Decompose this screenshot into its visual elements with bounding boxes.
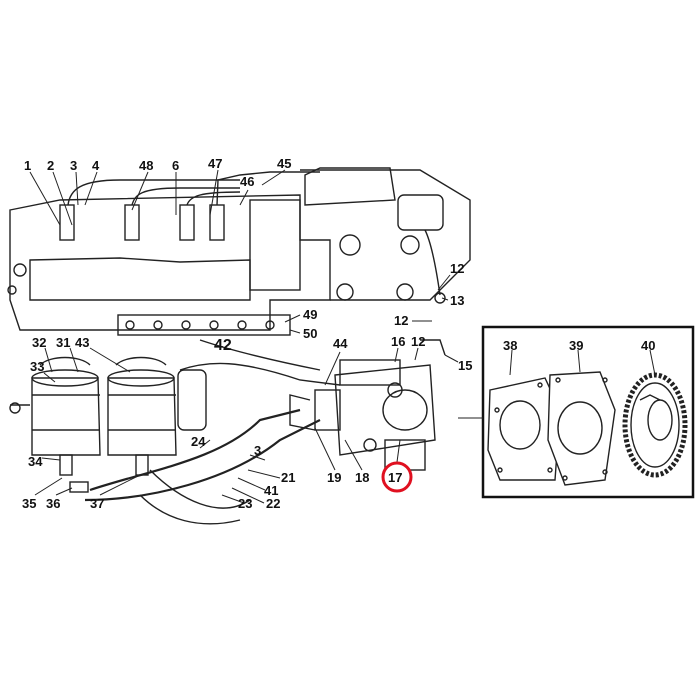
callout-4: 4 — [92, 158, 100, 173]
callout-44: 44 — [333, 336, 348, 351]
callout-41: 41 — [264, 483, 278, 498]
callout-35: 35 — [22, 496, 36, 511]
callout-42: 42 — [214, 337, 232, 354]
leader-lines — [29, 169, 656, 504]
callout-18: 18 — [355, 470, 369, 485]
callout-3: 3 — [70, 158, 77, 173]
callout-34: 34 — [28, 454, 43, 469]
callout-12-middle: 12 — [394, 313, 408, 328]
callout-19: 19 — [327, 470, 341, 485]
callout-36: 36 — [46, 496, 60, 511]
callout-21: 21 — [281, 470, 295, 485]
callout-3-lower: 3 — [254, 443, 261, 458]
injection-pump — [289, 339, 446, 471]
callout-1: 1 — [24, 158, 31, 173]
inset-box — [458, 325, 695, 499]
callout-48: 48 — [139, 158, 153, 173]
callout-17: 17 — [388, 470, 402, 485]
callout-16: 16 — [391, 334, 405, 349]
callout-50: 50 — [303, 326, 317, 341]
callout-47: 47 — [208, 156, 222, 171]
callout-22: 22 — [266, 496, 280, 511]
highlight-ring — [381, 461, 413, 493]
callout-33: 33 — [30, 359, 44, 374]
callout-15: 15 — [458, 358, 472, 373]
callout-13: 13 — [450, 293, 464, 308]
callout-24: 24 — [191, 434, 206, 449]
engine-block — [7, 167, 471, 336]
callout-6: 6 — [172, 158, 179, 173]
callout-2: 2 — [47, 158, 54, 173]
callout-31: 31 — [56, 335, 70, 350]
callout-46: 46 — [240, 174, 254, 189]
fuel-filters — [31, 356, 207, 493]
callout-45: 45 — [277, 156, 291, 171]
fuel-hoses — [9, 339, 341, 525]
callout-37: 37 — [90, 496, 104, 511]
callout-43: 43 — [75, 335, 89, 350]
callout-39: 39 — [569, 338, 583, 353]
callout-12-upper: 12 — [450, 261, 464, 276]
callout-12-lower: 12 — [411, 334, 425, 349]
callout-labels: 1 2 3 4 48 6 47 46 45 12 13 12 49 50 42 … — [22, 156, 655, 511]
callout-38: 38 — [503, 338, 517, 353]
callout-49: 49 — [303, 307, 317, 322]
callout-32: 32 — [32, 335, 46, 350]
callout-23: 23 — [238, 496, 252, 511]
callout-40: 40 — [641, 338, 655, 353]
